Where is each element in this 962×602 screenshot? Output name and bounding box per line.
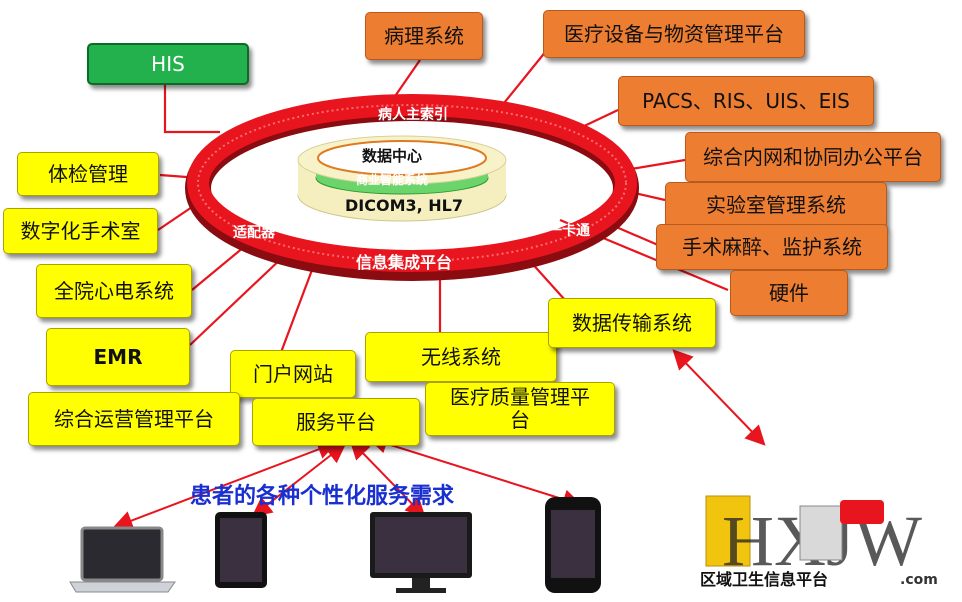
node-data-transfer: 数据传输系统 <box>548 298 716 348</box>
node-ecg: 全院心电系统 <box>36 264 192 318</box>
patient-needs-title: 患者的各种个性化服务需求 <box>190 484 455 509</box>
node-checkup: 体检管理 <box>17 152 159 196</box>
node-lab: 实验室管理系统 <box>665 182 887 228</box>
node-his: HIS <box>87 43 249 85</box>
node-pacs: PACS、RIS、UIS、EIS <box>618 76 874 126</box>
tablet-device <box>215 512 267 588</box>
data-center-label: 数据中心 <box>362 147 423 165</box>
watermark-com: .com <box>900 572 938 588</box>
arrows <box>112 349 766 531</box>
node-portal: 门户网站 <box>230 350 356 398</box>
node-equipment: 医疗设备与物资管理平台 <box>543 10 805 58</box>
monitor-device <box>370 512 472 593</box>
data-center-cylinder <box>297 135 507 222</box>
integration-ring <box>185 94 639 281</box>
node-intranet: 综合内网和协同办公平台 <box>685 132 941 182</box>
node-hardware: 硬件 <box>730 270 848 316</box>
ring-label-bottom: 信息集成平台 <box>356 253 453 272</box>
laptop-device <box>69 526 176 593</box>
node-anesthesia: 手术麻醉、监护系统 <box>656 224 888 270</box>
standards-label: DICOM3, HL7 <box>345 196 463 215</box>
node-emr: EMR <box>46 328 190 386</box>
bi-label: 商业智能系统 <box>356 173 429 187</box>
regional-platform-logo: HXJW <box>705 495 922 581</box>
node-pathology: 病理系统 <box>365 12 483 60</box>
node-digital-or: 数字化手术室 <box>3 208 158 254</box>
ring-label-top: 病人主索引 <box>378 107 448 123</box>
node-quality: 医疗质量管理平台 <box>425 382 615 436</box>
ring-label-left: 适配器 <box>233 225 275 241</box>
node-service: 服务平台 <box>252 398 420 446</box>
node-wireless: 无线系统 <box>365 332 557 382</box>
phone-device <box>545 497 601 593</box>
node-ops: 综合运营管理平台 <box>28 392 240 446</box>
ring-label-right: 一卡通 <box>548 223 590 239</box>
regional-platform-label: 区域卫生信息平台 <box>700 570 829 589</box>
